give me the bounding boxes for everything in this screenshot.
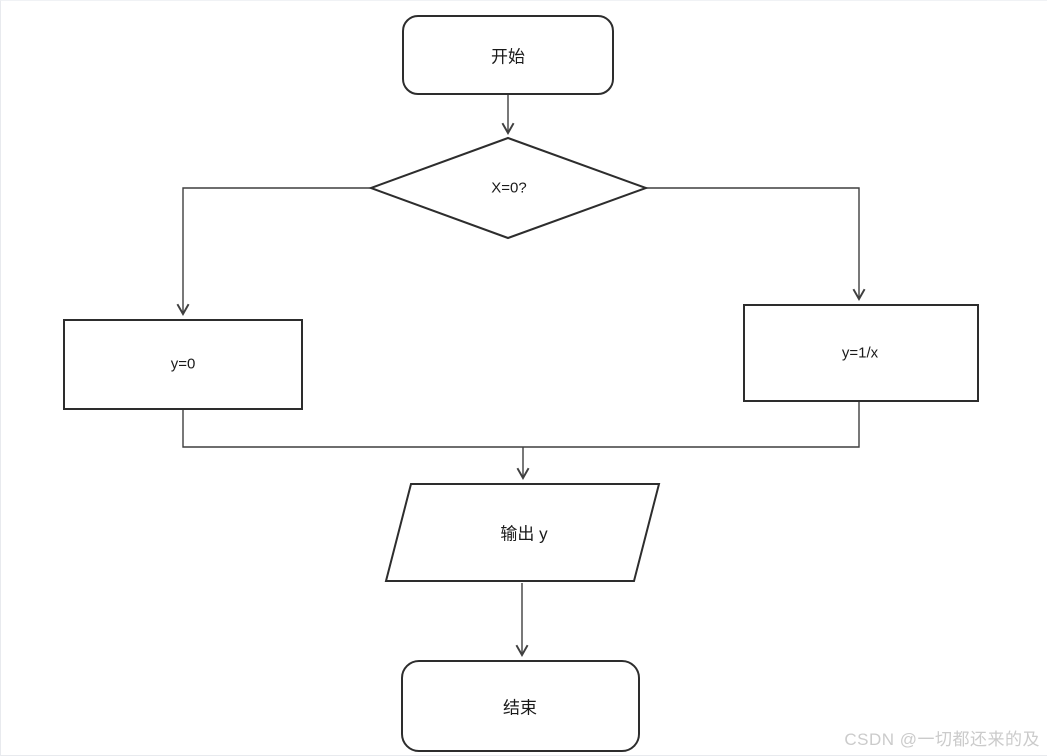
start-node-shape (402, 15, 614, 95)
csdn-watermark: CSDN @一切都还来的及 (844, 730, 1040, 749)
edge-branch-right-to-merge (523, 402, 860, 448)
edge-branch-left-to-merge (182, 410, 523, 448)
output-node-label: 输出 y (500, 524, 548, 544)
output-parallelogram-shape (384, 483, 661, 582)
end-node-shape (401, 660, 640, 752)
end-node-label: 结束 (503, 698, 537, 718)
branch-left-node-shape (63, 319, 303, 410)
branch-left-node-label: y=0 (170, 355, 196, 373)
branch-right-node-label: y=1/x (841, 344, 879, 362)
start-node-label: 开始 (491, 47, 525, 67)
branch-right-node-shape (743, 304, 979, 402)
decision-node-label: X=0? (491, 179, 527, 197)
edge-decision-to-branch-left (176, 187, 371, 316)
decision-diamond-shape (368, 136, 649, 240)
edge-decision-to-branch-right (646, 187, 866, 301)
